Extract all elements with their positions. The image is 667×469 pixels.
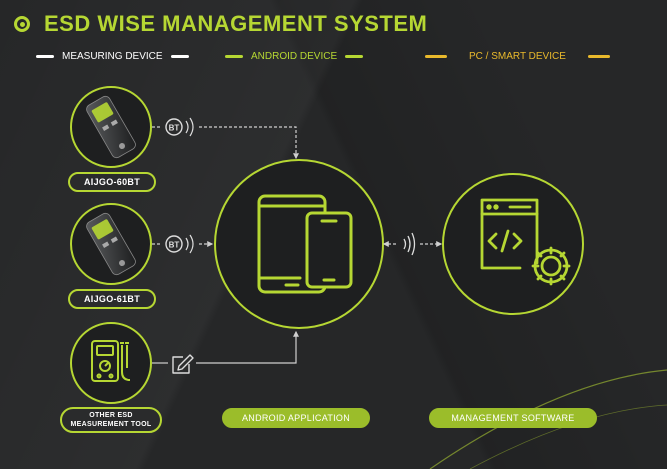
column-label-android: ANDROID DEVICE (251, 50, 338, 62)
column-header-pc: PC / SMART DEVICE (425, 48, 610, 64)
device-label-aijgo-60bt: AIJGO-60BT (68, 172, 156, 192)
device-circle-other-tool (70, 322, 152, 404)
device-label-other-tool: OTHER ESD MEASUREMENT TOOL (60, 407, 162, 433)
tablet-phone-icon (257, 194, 353, 294)
column-label-pc: PC / SMART DEVICE (469, 50, 566, 62)
column-label-measuring: MEASURING DEVICE (62, 50, 163, 62)
device-circle-aijgo-60bt (70, 86, 152, 168)
device-circle-aijgo-61bt (70, 203, 152, 285)
android-application-label: ANDROID APPLICATION (222, 408, 370, 428)
bt-label-1: BT (169, 124, 180, 133)
multimeter-icon (91, 340, 131, 382)
column-header-android: ANDROID DEVICE (225, 48, 364, 64)
wireless-waves-2 (185, 234, 194, 254)
bt-label-2: BT (169, 241, 180, 250)
header: ESD WISE MANAGEMENT SYSTEM (14, 10, 427, 38)
pc-device-circle (442, 173, 584, 315)
decor-swoosh-1 (429, 369, 667, 469)
device-label-aijgo-61bt: AIJGO-61BT (68, 289, 156, 309)
device-label-other-line2: MEASUREMENT TOOL (70, 421, 152, 428)
wireless-waves-1 (185, 117, 194, 137)
bluetooth-icon-2: BT (165, 234, 194, 254)
measuring-device-image-2 (86, 212, 136, 276)
device-label-other-line1: OTHER ESD (89, 412, 133, 419)
code-window-gear-icon (480, 198, 571, 286)
edit-icon (172, 354, 194, 374)
column-header-measuring: MEASURING DEVICE (36, 48, 189, 64)
page-title: ESD WISE MANAGEMENT SYSTEM (44, 11, 428, 36)
connector-dev3-b (196, 330, 299, 364)
measuring-device-image-1 (86, 95, 136, 159)
title-ring-icon (14, 16, 30, 32)
connector-dev1-b (199, 126, 299, 160)
android-device-circle (214, 159, 384, 329)
wireless-icon-center (403, 232, 416, 256)
bluetooth-icon-1: BT (165, 117, 194, 137)
management-software-label: MANAGEMENT SOFTWARE (429, 408, 597, 428)
